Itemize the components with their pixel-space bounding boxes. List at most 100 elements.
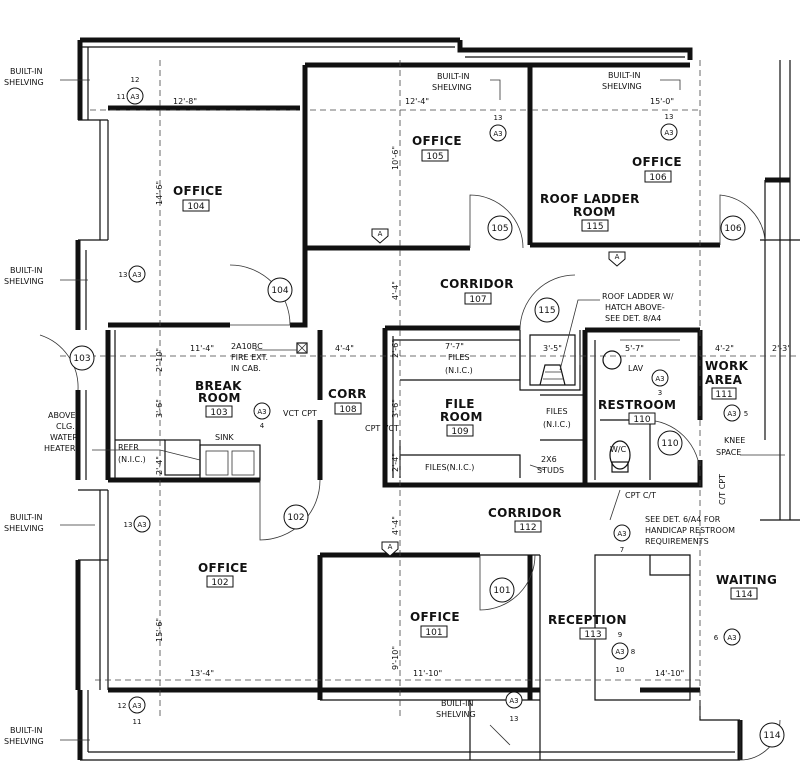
elevation-marker-icon bbox=[128, 696, 146, 714]
room-tag-box bbox=[514, 520, 542, 533]
room-tag-box bbox=[206, 575, 234, 588]
room-name-107: CORRIDOR bbox=[440, 277, 514, 291]
svg-text:A3: A3 bbox=[137, 521, 146, 529]
room-name-104: OFFICE bbox=[173, 184, 223, 198]
elevation-marker-icon bbox=[723, 404, 741, 422]
svg-text:12: 12 bbox=[131, 76, 140, 84]
elevation-marker-icon bbox=[126, 87, 144, 105]
svg-text:A3: A3 bbox=[509, 697, 518, 705]
svg-text:A3: A3 bbox=[664, 129, 673, 137]
svg-text:(N.I.C.): (N.I.C.) bbox=[118, 455, 146, 464]
svg-text:6: 6 bbox=[714, 634, 719, 642]
elevation-marker-icon bbox=[253, 402, 271, 420]
svg-text:REQUIREMENTS: REQUIREMENTS bbox=[645, 537, 709, 546]
dimension-text: 12'-8" 12'-4" 15'-0" 14'-6" 10'-6" 4'-4"… bbox=[155, 97, 791, 678]
svg-text:2'-4": 2'-4" bbox=[155, 456, 164, 475]
elevation-marker-icon bbox=[128, 265, 146, 283]
room-name-109-line1: FILE bbox=[445, 397, 475, 411]
door-tags: 104 105 106 115 103 102 101 110 114 bbox=[69, 215, 785, 748]
svg-text:2'-3": 2'-3" bbox=[772, 344, 791, 353]
room-tag-box bbox=[334, 402, 362, 415]
note-builtin-shelving: BUILT-IN bbox=[10, 67, 42, 76]
door-tag-circle bbox=[489, 577, 515, 603]
door-tag-circle bbox=[267, 277, 293, 303]
door-number: 105 bbox=[491, 224, 508, 234]
svg-text:10'-6": 10'-6" bbox=[391, 146, 400, 170]
svg-text:7: 7 bbox=[620, 546, 624, 554]
room-number-108: 108 bbox=[339, 405, 356, 415]
room-number-110: 110 bbox=[633, 415, 650, 425]
svg-text:11'-10": 11'-10" bbox=[413, 669, 442, 678]
room-name-102: OFFICE bbox=[198, 561, 248, 575]
room-name-115-line1: ROOF LADDER bbox=[540, 192, 640, 206]
door-number: 102 bbox=[287, 513, 304, 523]
exterior-walls bbox=[75, 37, 800, 761]
door-tag-circle bbox=[657, 430, 683, 456]
svg-text:A3: A3 bbox=[493, 130, 502, 138]
room-name-114: WAITING bbox=[716, 573, 777, 587]
svg-text:15'-0": 15'-0" bbox=[650, 97, 674, 106]
note-wc: W/C bbox=[610, 445, 627, 454]
svg-text:12: 12 bbox=[118, 702, 127, 710]
room-number-105: 105 bbox=[426, 152, 443, 162]
note-files-bottom: FILES(N.I.C.) bbox=[425, 463, 474, 472]
door-number: 106 bbox=[724, 224, 741, 234]
svg-text:13: 13 bbox=[665, 113, 674, 121]
room-tag-box bbox=[644, 170, 672, 183]
leader-lines bbox=[60, 79, 785, 746]
svg-text:12'-4": 12'-4" bbox=[405, 97, 429, 106]
note-cpt-vct: CPT VCT bbox=[365, 424, 399, 433]
elevation-markers: A3 12 11 A3 13 A3 13 A3 13 A3 4 A3 3 A3 … bbox=[117, 76, 749, 726]
note-roof-ladder: ROOF LADDER W/ bbox=[602, 292, 674, 301]
room-labels: OFFICE 104 OFFICE 105 OFFICE 106 ROOF LA… bbox=[173, 134, 777, 640]
svg-text:11: 11 bbox=[117, 93, 126, 101]
room-number-106: 106 bbox=[649, 173, 666, 183]
room-tag-box bbox=[581, 219, 609, 232]
note-ct-cpt: C/T CPT bbox=[718, 474, 727, 505]
svg-text:(N.I.C.): (N.I.C.) bbox=[445, 366, 473, 375]
door-number: 104 bbox=[271, 286, 288, 296]
note-builtin-shelving: BUILT-IN bbox=[441, 699, 473, 708]
svg-text:A3: A3 bbox=[130, 93, 139, 101]
elevation-marker-icon bbox=[505, 691, 523, 709]
room-name-109-line2: ROOM bbox=[440, 410, 483, 424]
notes: BUILT-IN SHELVING BUILT-IN SHELVING BUIL… bbox=[4, 67, 745, 746]
room-number-112: 112 bbox=[519, 523, 536, 533]
room-name-111-line1: WORK bbox=[705, 359, 749, 373]
grid-marker-icon bbox=[381, 541, 399, 557]
note-studs: 2X6 bbox=[541, 455, 557, 464]
svg-text:A3: A3 bbox=[132, 702, 141, 710]
svg-text:A3: A3 bbox=[727, 634, 736, 642]
svg-text:3'-6": 3'-6" bbox=[391, 399, 400, 418]
svg-text:(N.I.C.): (N.I.C.) bbox=[543, 420, 571, 429]
svg-text:FIRE EXT.: FIRE EXT. bbox=[231, 353, 268, 362]
room-name-113: RECEPTION bbox=[548, 613, 627, 627]
toilet bbox=[609, 440, 631, 470]
svg-text:10: 10 bbox=[616, 666, 625, 674]
elevation-marker-icon bbox=[611, 642, 629, 660]
svg-text:13'-4": 13'-4" bbox=[190, 669, 214, 678]
room-tag-box bbox=[205, 405, 233, 418]
elevation-marker-icon bbox=[613, 524, 631, 542]
note-vct-cpt: VCT CPT bbox=[283, 409, 317, 418]
svg-text:8: 8 bbox=[631, 648, 635, 656]
room-number-113: 113 bbox=[584, 630, 601, 640]
note-cpt-ct: CPT C/T bbox=[625, 491, 656, 500]
svg-text:14'-6": 14'-6" bbox=[155, 181, 164, 205]
room-name-101: OFFICE bbox=[410, 610, 460, 624]
room-tag-box bbox=[464, 292, 492, 305]
svg-text:A3: A3 bbox=[727, 410, 736, 418]
elevation-marker-icon bbox=[723, 628, 741, 646]
room-number-114: 114 bbox=[735, 590, 752, 600]
svg-text:SPACE: SPACE bbox=[716, 448, 741, 457]
svg-text:HATCH ABOVE-: HATCH ABOVE- bbox=[605, 303, 665, 312]
door-number: 103 bbox=[73, 354, 90, 364]
refrigerator bbox=[164, 439, 201, 476]
room-name-103-line2: ROOM bbox=[198, 391, 241, 405]
svg-text:IN CAB.: IN CAB. bbox=[231, 364, 261, 373]
svg-text:13: 13 bbox=[494, 114, 503, 122]
room-name-106: OFFICE bbox=[632, 155, 682, 169]
room-tag-box bbox=[182, 199, 210, 212]
svg-text:2'-10": 2'-10" bbox=[155, 348, 164, 372]
lavatory bbox=[602, 350, 622, 370]
